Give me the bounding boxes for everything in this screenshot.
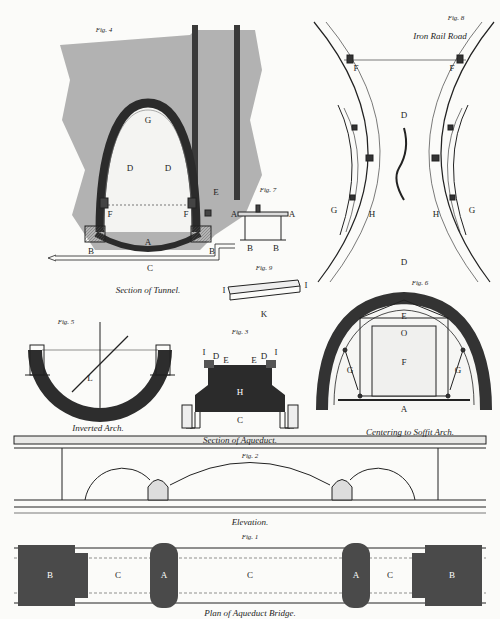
callout-letter: G [145,116,152,125]
figure-number: Fig. 7 [260,187,277,194]
callout-letter: D [165,164,172,173]
figure-caption: Plan of Aqueduct Bridge. [204,609,295,618]
figure-number: Fig. 9 [256,265,273,272]
callout-letter: K [261,310,268,319]
callout-letter: E [401,312,407,321]
figure-caption: Section of Tunnel. [116,286,181,295]
callout-letter: F [353,64,358,73]
figure-number: Fig. 4 [96,27,113,34]
callout-letter: C [115,571,121,580]
callout-letter: A [401,405,408,414]
callout-letter: H [433,210,440,219]
callout-letter: G [347,366,354,375]
callout-letter: F [107,210,112,219]
callout-letter: O [401,329,408,338]
figure-number: Fig. 3 [232,329,249,336]
figure-number: Fig. 1 [242,534,259,541]
figure-caption: Inverted Arch. [72,424,123,433]
callout-letter: E [213,188,219,197]
callout-letter: I [305,281,308,290]
callout-letter: A [289,210,296,219]
callout-letter: A [161,571,168,580]
callout-letter: C [387,571,393,580]
callout-letter: I [223,286,226,295]
callout-letter: F [401,358,406,367]
figure-caption: Iron Rail Road [413,32,467,41]
callout-letter: A [353,571,360,580]
figure-caption: Centering to Soffit Arch. [366,428,454,437]
callout-letter: L [87,374,93,383]
callout-letter: H [369,210,376,219]
figure-caption: Section of Aqueduct. [203,436,277,445]
figure-number: Fig. 6 [412,280,429,287]
callout-letter: B [47,571,53,580]
callout-letter: F [449,64,454,73]
callout-letter: B [247,244,253,253]
callout-letter: D [261,352,268,361]
figure-number: Fig. 2 [242,453,259,460]
callout-letter: D [401,111,408,120]
figure-number: Fig. 8 [448,15,465,22]
callout-letter: G [331,206,338,215]
callout-letter: D [401,258,408,267]
callout-letter: F [183,210,188,219]
callout-letter: E [251,356,257,365]
callout-letter: C [237,416,243,425]
callout-letter: H [237,388,244,397]
callout-letter: B [88,247,94,256]
callout-letter: G [455,366,462,375]
callout-letter: D [213,352,220,361]
callout-letter: E [223,356,229,365]
callout-letter: A [231,210,238,219]
callout-letter: C [147,264,153,273]
figure-caption: Elevation. [232,518,269,527]
callout-letter: G [469,206,476,215]
callout-letter: B [273,244,279,253]
callout-letter: D [127,164,134,173]
figure-number: Fig. 5 [58,319,75,326]
callout-letter: B [209,247,215,256]
callout-letter: C [247,571,253,580]
callout-letter: B [449,571,455,580]
callout-letter: I [275,348,278,357]
callout-letter: A [145,238,152,247]
callout-letter: I [203,348,206,357]
